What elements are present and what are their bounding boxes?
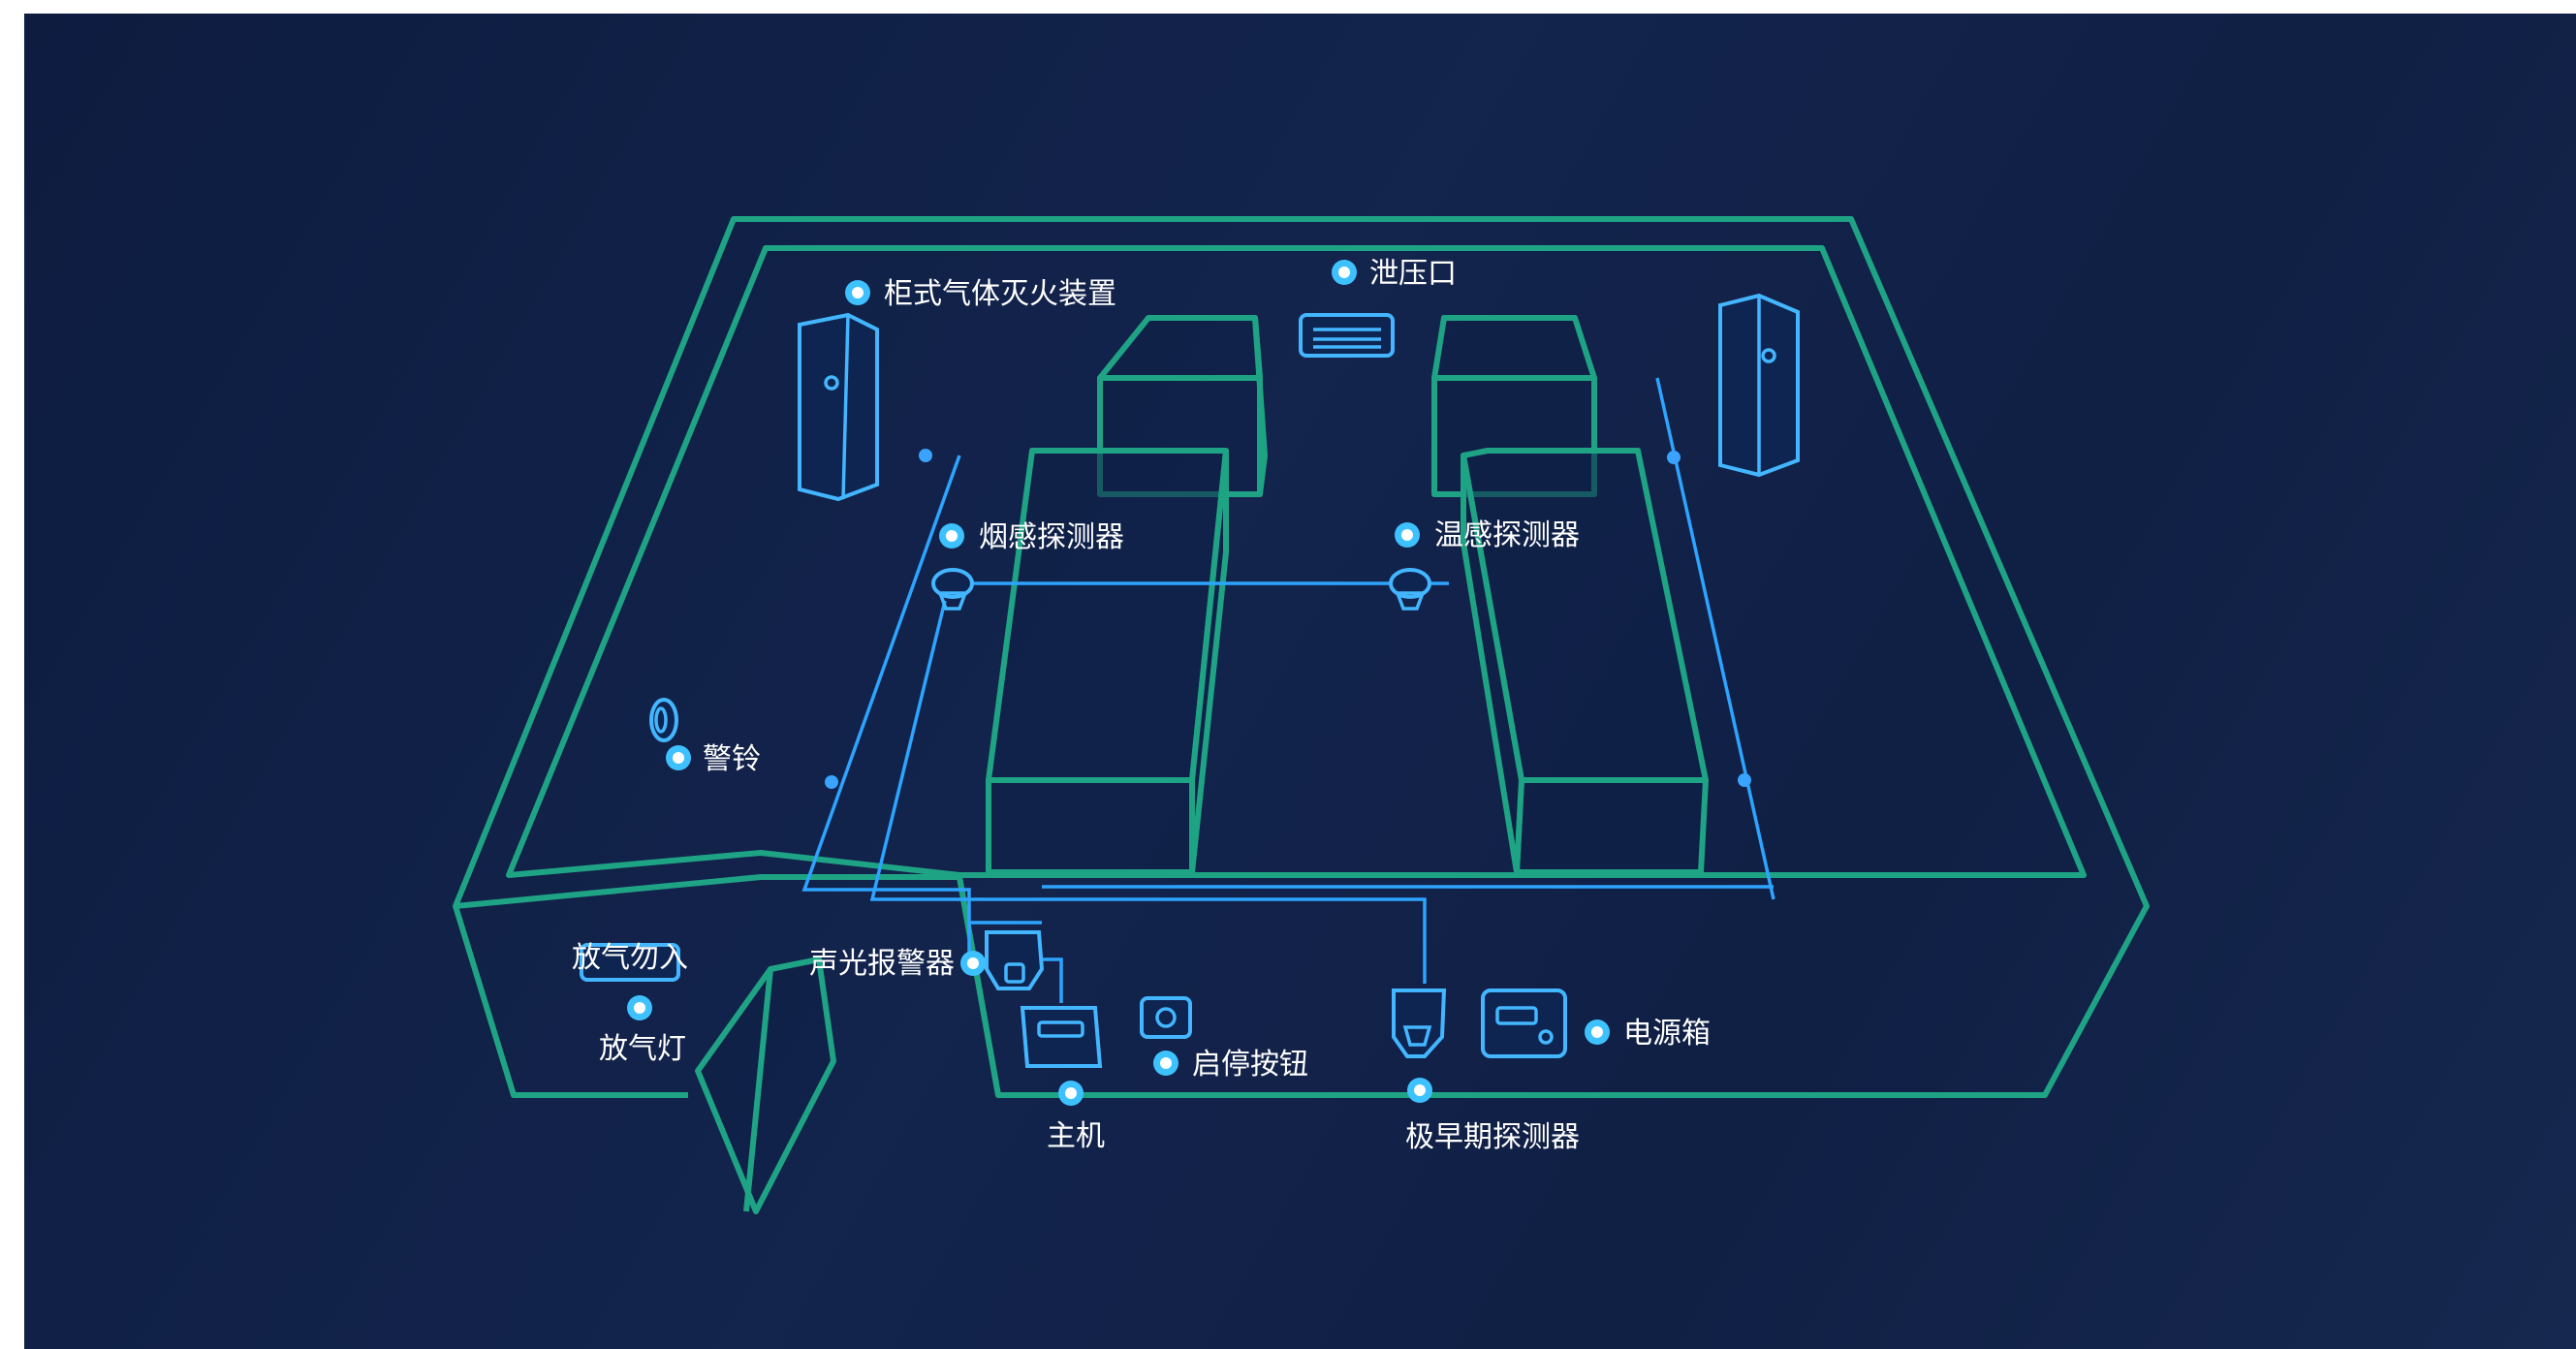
sound-light-alarm-device [985, 930, 1045, 990]
start-stop-button-device [1140, 996, 1192, 1039]
alarm-bell-device [649, 698, 678, 742]
label-text-cabinet-extinguisher: 柜式气体灭火装置 [884, 277, 1116, 311]
rack-rear-left-top [1097, 315, 1263, 381]
label-text-host: 主机 [1047, 1119, 1105, 1153]
label-text-early-warning-detector: 极早期探测器 [1405, 1120, 1580, 1154]
heat-detector [1389, 568, 1431, 611]
early-warning-detector-device [1392, 988, 1447, 1058]
rack-front-right-face [1514, 777, 1709, 875]
label-start-stop-button: 启停按钮 [1153, 1048, 1308, 1082]
left-wall-base [453, 905, 688, 1098]
cabinet-extinguisher-left [798, 312, 879, 502]
release-lamp-device: 放气勿入 [572, 941, 688, 982]
wire-node-1 [919, 449, 932, 462]
label-text-alarm-bell: 警铃 [703, 742, 761, 776]
wire-left-drop [801, 455, 1042, 925]
smoke-detector [931, 568, 974, 611]
label-text-heat-detector: 温感探测器 [1434, 518, 1580, 552]
release-lamp-sign: 放气勿入 [572, 941, 688, 975]
host-device [1020, 1006, 1103, 1068]
door-panel [695, 957, 836, 1214]
label-sound-light-alarm: 声光报警器 [809, 947, 986, 981]
label-text-pressure-relief: 泄压口 [1369, 257, 1457, 291]
label-smoke-detector: 烟感探测器 [939, 520, 1124, 554]
rack-rear-right-top [1431, 315, 1597, 381]
rack-front-right-side [1461, 453, 1524, 875]
label-heat-detector: 温感探测器 [1395, 518, 1580, 552]
wire-node-4 [1738, 773, 1751, 787]
rack-front-left-side [1189, 448, 1229, 875]
label-release-lamp: 放气灯 [599, 995, 686, 1066]
wire-node-3 [1667, 451, 1681, 464]
wire-right-drop [1655, 377, 1775, 900]
rack-rear-left-side [1252, 315, 1268, 497]
label-text-sound-light-alarm: 声光报警器 [809, 947, 955, 981]
power-box-device [1481, 988, 1567, 1058]
fire-suppression-room-diagram: 放气勿入 [453, 216, 2150, 1214]
label-text-smoke-detector: 烟感探测器 [979, 520, 1124, 554]
label-host: 主机 [1047, 1081, 1105, 1153]
rack-front-left-face [986, 777, 1195, 875]
rack-front-left-top [986, 448, 1229, 783]
front-wall-edge [957, 876, 1001, 1096]
cabinet-extinguisher-right [1718, 293, 1800, 478]
wire-node-2 [825, 775, 838, 789]
room-inner-rim [506, 245, 2087, 878]
door-edge [743, 968, 773, 1212]
label-alarm-bell: 警铃 [666, 742, 761, 776]
room-walls [453, 216, 2150, 1098]
diagram-panel: 放气勿入 [24, 14, 2576, 1349]
devices: 放气勿入 [572, 293, 1800, 1068]
server-racks [986, 315, 1709, 875]
label-power-box: 电源箱 [1585, 1017, 1711, 1051]
label-text-start-stop-button: 启停按钮 [1192, 1048, 1308, 1082]
labels: 柜式气体灭火装置 泄压口 烟感探测器 温感探测器 [599, 257, 1711, 1154]
label-cabinet-extinguisher: 柜式气体灭火装置 [845, 277, 1116, 311]
wire-left-smoke [869, 600, 1427, 984]
label-early-warning-detector: 极早期探测器 [1405, 1078, 1580, 1154]
pressure-relief-vent [1299, 313, 1395, 358]
label-text-release-lamp: 放气灯 [599, 1032, 686, 1066]
door [695, 957, 836, 1214]
label-pressure-relief: 泄压口 [1332, 257, 1457, 291]
label-text-power-box: 电源箱 [1623, 1017, 1711, 1051]
